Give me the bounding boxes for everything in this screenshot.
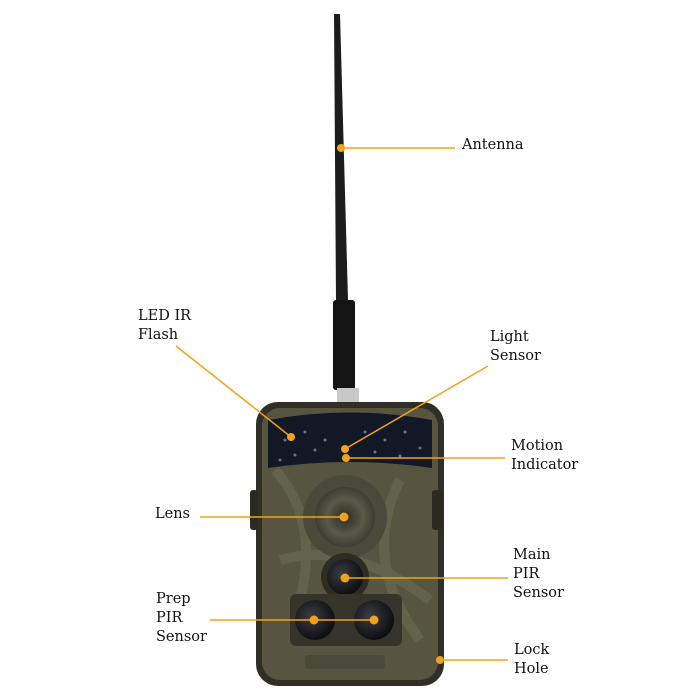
label-line: Sensor [490,348,541,364]
label-line: Light [490,329,529,345]
label-line: Hole [514,661,549,677]
label-line: Sensor [156,629,207,645]
label-line: Lens [155,506,190,522]
callout-dots [287,144,444,664]
callout-lines [175,147,508,661]
label-line: PIR [156,610,183,626]
camera-body [250,402,444,686]
label-line: Prep [156,591,191,607]
label-line: Indicator [511,457,579,473]
label-line: Antenna [462,137,524,153]
antenna [333,14,359,404]
label-antenna: Antenna [462,136,524,155]
label-line: PIR [513,566,540,582]
label-lens: Lens [155,505,190,524]
label-line: Sensor [513,585,564,601]
label-led-ir-flash: LED IR Flash [138,307,191,345]
label-line: Main [513,547,551,563]
label-line: LED IR [138,308,192,324]
label-line: Flash [138,327,179,343]
led-ir-panel [268,412,432,468]
label-line: Motion [511,438,564,454]
label-line: Lock [514,642,550,658]
